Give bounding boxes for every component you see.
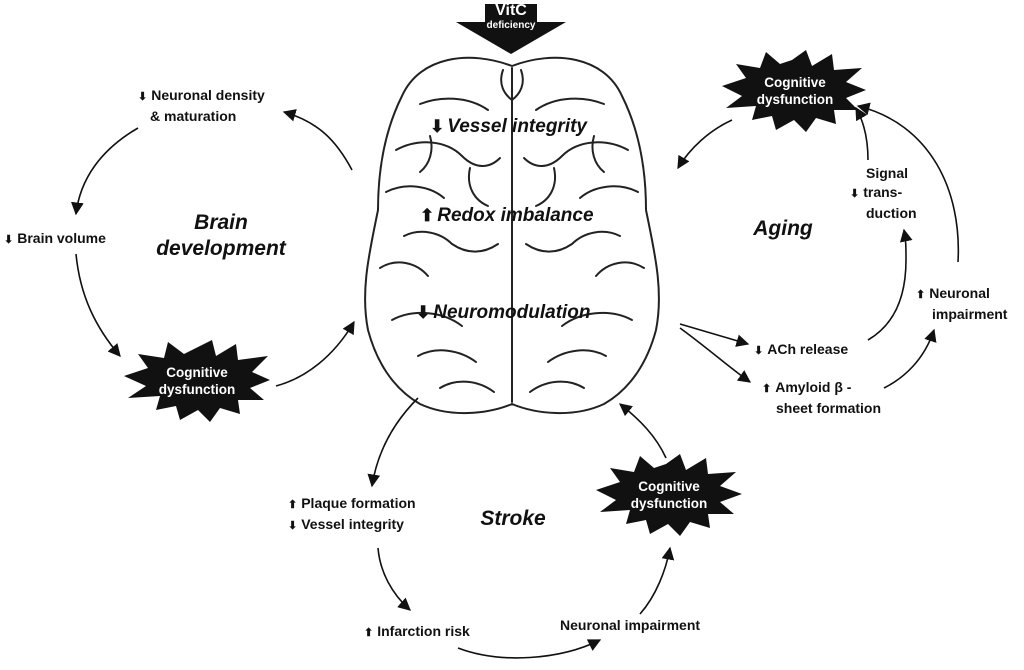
down-arrow-icon: ⬇ (416, 303, 431, 322)
vitc-title: VitC (495, 2, 527, 19)
signal-transduction-label: Signal ⬇trans- duction (850, 165, 917, 221)
brain-neuromodulation: ⬇Neuromodulation (416, 302, 591, 324)
infarction-risk-label: ⬆Infarction risk (364, 623, 470, 639)
aging-arrows (677, 102, 960, 389)
vitc-subtitle: deficiency (486, 20, 536, 31)
stroke-title: Stroke (480, 507, 546, 530)
burst-development (124, 340, 270, 422)
development-arrows (70, 109, 355, 387)
up-arrow-icon: ⬆ (762, 383, 772, 395)
aging-neuronal-impairment-label: ⬆Neuronal impairment (916, 285, 1008, 322)
up-arrow-icon: ⬆ (916, 289, 926, 301)
stroke-cognitive-dysfunction: Cognitive dysfunction (630, 479, 708, 511)
aging-cognitive-dysfunction: Cognitive dysfunction (756, 75, 834, 107)
burst-stroke (596, 454, 742, 536)
burst-aging (722, 50, 866, 132)
plaque-vessel-label: ⬆Plaque formation ⬇Vessel integrity (288, 495, 416, 532)
down-arrow-icon: ⬇ (288, 520, 298, 532)
brain-redox-imbalance: ⬆Redox imbalance (420, 205, 594, 227)
brain-vessel-text: Vessel integrity (447, 116, 587, 137)
brain-outline (364, 56, 660, 414)
down-arrow-icon: ⬇ (754, 345, 764, 357)
down-arrow-icon: ⬇ (850, 188, 860, 200)
stroke-arrows (367, 397, 675, 659)
brain-volume-label: ⬇Brain volume (4, 230, 106, 246)
neuronal-density-label: ⬇Neuronal density & maturation (138, 87, 265, 124)
development-cognitive-dysfunction: Cognitive dysfunction (158, 365, 236, 397)
ach-release-label: ⬇ACh release (754, 341, 849, 357)
brain-neuro-text: Neuromodulation (433, 302, 591, 323)
aging-title: Aging (753, 217, 813, 240)
up-arrow-icon: ⬆ (364, 627, 374, 639)
up-arrow-icon: ⬆ (420, 206, 435, 225)
down-arrow-icon: ⬇ (4, 234, 14, 246)
up-arrow-icon: ⬆ (288, 499, 298, 511)
brain-redox-text: Redox imbalance (437, 205, 594, 226)
amyloid-label: ⬆Amyloid β - sheet formation (762, 379, 882, 416)
vitc-arrow (456, 4, 566, 54)
down-arrow-icon: ⬇ (430, 117, 445, 136)
vitc-deficiency-label: VitC deficiency (458, 2, 564, 31)
brain-vessel-integrity: ⬇Vessel integrity (430, 116, 587, 138)
down-arrow-icon: ⬇ (138, 91, 148, 103)
stroke-neuronal-impairment-label: Neuronal impairment (560, 617, 701, 633)
development-title: Brain development (156, 211, 286, 260)
